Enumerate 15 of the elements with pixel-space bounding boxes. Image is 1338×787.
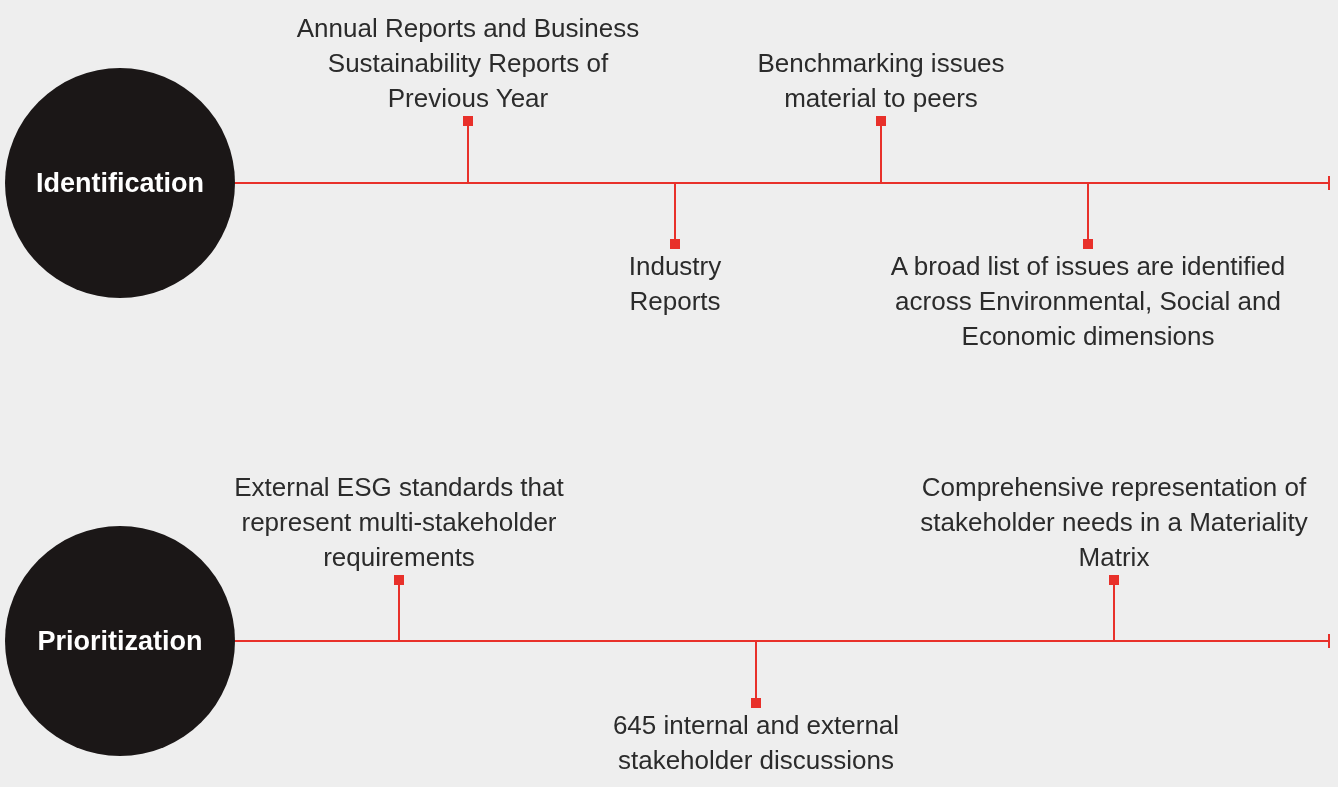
leader-line	[751, 640, 761, 709]
source-text: Industry Reports	[595, 249, 755, 319]
source-text: Annual Reports and Business Sustainability Reports of Previous Year	[288, 11, 648, 116]
timeline-line	[234, 634, 1331, 648]
timeline-line	[234, 176, 1331, 190]
source-text: Comprehensive representation of stakeholder needs in a Materiality Matrix	[899, 470, 1329, 575]
leader-line	[394, 574, 404, 642]
source-text: 645 internal and external stakeholder discussions	[576, 708, 936, 778]
source-text: A broad list of issues are identified across Environmental, Social and Economic dimensions	[853, 249, 1323, 354]
leader-line	[463, 115, 473, 184]
leader-line	[1109, 574, 1119, 642]
leader-line	[670, 182, 680, 250]
source-text: Benchmarking issues material to peers	[731, 46, 1031, 116]
leader-line	[1083, 182, 1093, 250]
leader-line	[876, 115, 886, 184]
